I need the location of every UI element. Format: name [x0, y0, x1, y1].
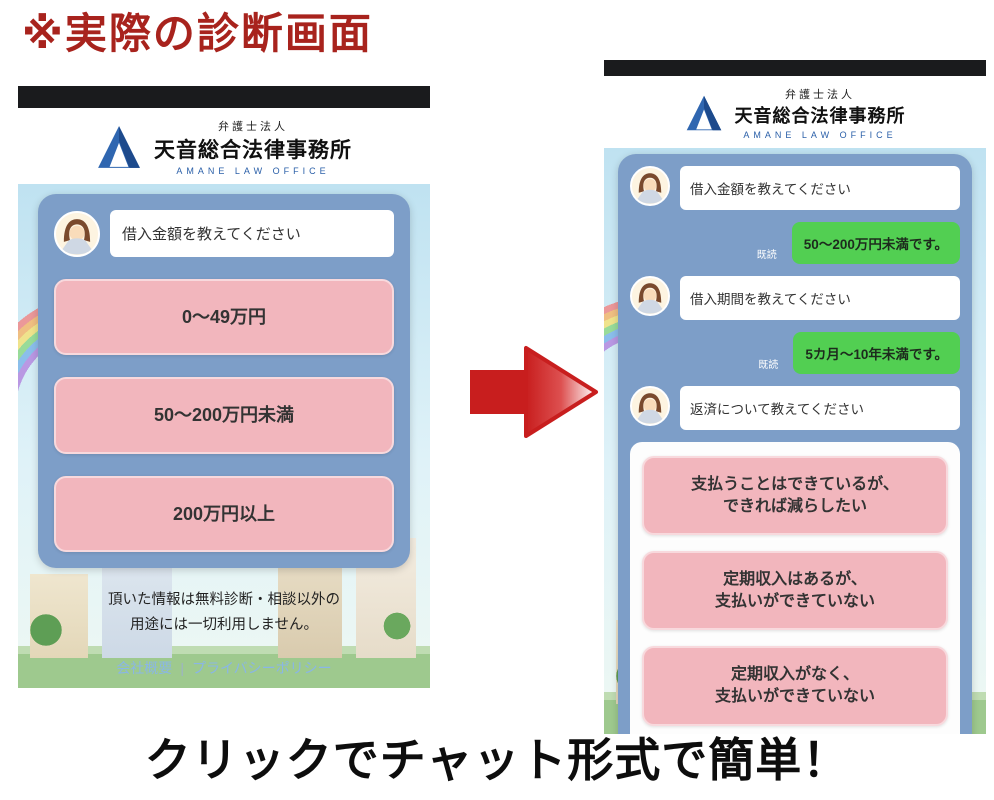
privacy-disclaimer: 頂いた情報は無料診断・相談以外の 用途には一切利用しません。	[108, 592, 340, 633]
chat-message-row: 借入金額を教えてください	[54, 210, 394, 257]
page-title: ※実際の診断画面	[22, 10, 373, 57]
app-header: 弁護士法人 天音総合法律事務所 AMANE LAW OFFICE	[18, 108, 430, 184]
bottom-caption: クリックでチャット形式で簡単！	[144, 734, 850, 786]
option-button-1[interactable]: 支払うことはできているが、 できれば減らしたい	[642, 456, 948, 536]
firm-type-label: 弁護士法人	[218, 121, 288, 133]
illustrated-background: 借入金額を教えてください 0〜49万円 50〜200万円未満 200万円以上 頂…	[18, 184, 430, 688]
assistant-avatar	[630, 166, 670, 206]
chat-message-row: 借入期間を教えてください	[630, 276, 960, 320]
chat-message-row: 返済について教えてください	[630, 386, 960, 430]
chat-answer-bubble: 5カ月〜10年未満です。	[793, 332, 960, 374]
option-button-1[interactable]: 0〜49万円	[54, 279, 394, 356]
transition-arrow-icon	[468, 336, 602, 448]
option-button-3[interactable]: 定期収入がなく、 支払いができていない	[642, 646, 948, 726]
read-receipt-label: 既読	[758, 360, 779, 371]
option-button-2[interactable]: 50〜200万円未満	[54, 377, 394, 454]
chat-question-bubble: 借入金額を教えてください	[110, 210, 394, 257]
phone-screenshot-after: 弁護士法人 天音総合法律事務所 AMANE LAW OFFICE	[604, 60, 986, 734]
firm-name-en-label: AMANE LAW OFFICE	[743, 130, 897, 140]
option-button-3[interactable]: 200万円以上	[54, 475, 394, 552]
firm-name-label: 天音総合法律事務所	[734, 106, 906, 126]
amane-logo-icon	[96, 124, 142, 170]
footer-links: 会社概要 | プライバシーポリシー	[18, 658, 430, 678]
chat-message-row: 既読 5カ月〜10年未満です。	[630, 332, 960, 374]
chat-message-row: 既読 50〜200万円未満です。	[630, 222, 960, 264]
assistant-avatar	[54, 210, 100, 257]
screen-after: 弁護士法人 天音総合法律事務所 AMANE LAW OFFICE	[604, 76, 986, 734]
answer-options-card: 支払うことはできているが、 できれば減らしたい 定期収入はあるが、 支払いができ…	[630, 442, 960, 734]
privacy-policy-link[interactable]: プライバシーポリシー	[191, 660, 332, 676]
chat-question-bubble: 返済について教えてください	[680, 386, 960, 430]
chat-panel: 借入金額を教えてください 既読 50〜200万円未満です。	[618, 154, 972, 734]
brand-text: 弁護士法人 天音総合法律事務所 AMANE LAW OFFICE	[735, 86, 906, 140]
app-header: 弁護士法人 天音総合法律事務所 AMANE LAW OFFICE	[604, 76, 986, 148]
chat-message-row: 借入金額を教えてください	[630, 166, 960, 210]
firm-name-en-label: AMANE LAW OFFICE	[176, 166, 330, 176]
phone-screenshot-before: 弁護士法人 天音総合法律事務所 AMANE LAW OFFICE	[18, 86, 430, 688]
illustrated-background: 借入金額を教えてください 既読 50〜200万円未満です。	[604, 148, 986, 734]
amane-logo-icon	[685, 94, 723, 132]
assistant-avatar	[630, 276, 670, 316]
chat-panel: 借入金額を教えてください 0〜49万円 50〜200万円未満 200万円以上	[38, 194, 410, 568]
screen-before: 弁護士法人 天音総合法律事務所 AMANE LAW OFFICE	[18, 108, 430, 688]
brand-text: 弁護士法人 天音総合法律事務所 AMANE LAW OFFICE	[154, 118, 352, 176]
company-overview-link[interactable]: 会社概要	[116, 660, 173, 676]
chat-answer-bubble: 50〜200万円未満です。	[791, 222, 960, 264]
firm-type-label: 弁護士法人	[785, 89, 855, 101]
chat-question-bubble: 借入期間を教えてください	[680, 276, 960, 320]
firm-name-label: 天音総合法律事務所	[154, 139, 352, 162]
chat-question-bubble: 借入金額を教えてください	[680, 166, 960, 210]
footer-divider: |	[180, 660, 184, 676]
read-receipt-label: 既読	[756, 250, 777, 261]
option-button-2[interactable]: 定期収入はあるが、 支払いができていない	[642, 551, 948, 631]
assistant-avatar	[630, 386, 670, 426]
